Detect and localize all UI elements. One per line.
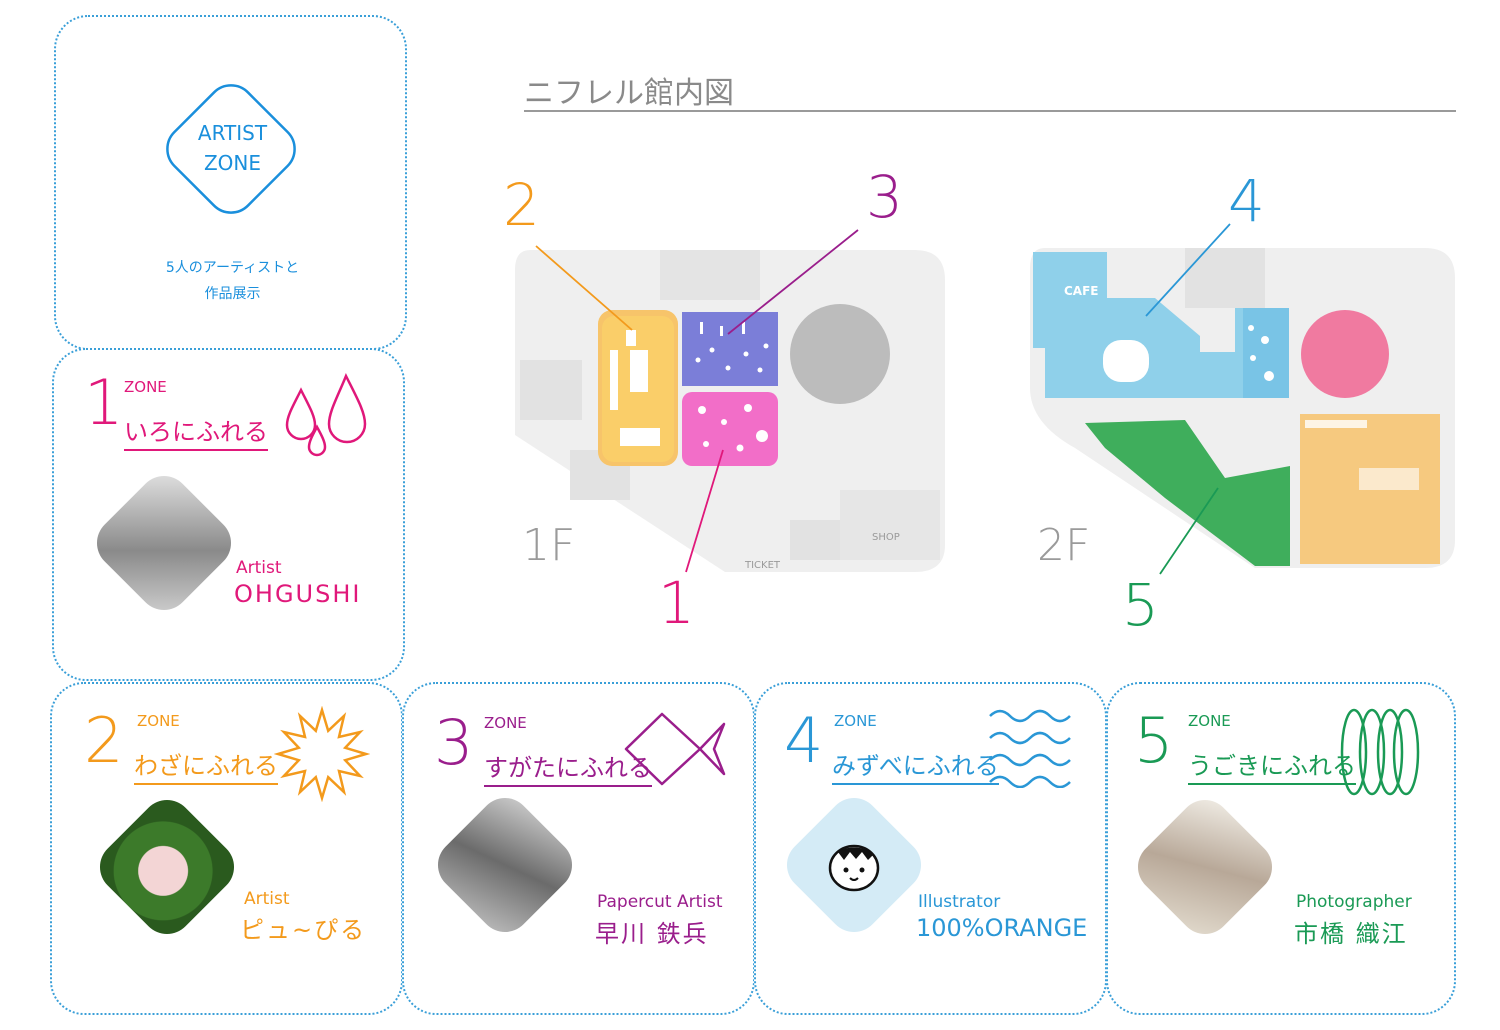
face-illustration-icon: [828, 844, 880, 892]
zone2-label: ZONE: [137, 712, 180, 730]
zone4-number: 4: [784, 704, 824, 777]
zone4-artist-name: 100%ORANGE: [916, 914, 1088, 942]
waves-icon: [989, 709, 1071, 788]
zone4-role: Illustrator: [918, 892, 1001, 912]
map-pin-1: 1: [658, 569, 695, 637]
fish-icon: [624, 712, 726, 786]
map-pin-4: 4: [1228, 167, 1265, 235]
artist-zone-desc2: 作品展示: [204, 286, 261, 302]
zone4-label: ZONE: [834, 712, 877, 730]
map-title: ニフレル館内図: [524, 76, 734, 111]
zone1-title: いろにふれる: [124, 412, 268, 451]
zone4-card[interactable]: 4 ZONE みずべにふれる Illustrator 100%ORANGE: [754, 682, 1107, 1015]
shop-label: SHOP: [872, 532, 900, 543]
zone3-artist-name: 早川 鉄兵: [595, 920, 709, 948]
starburst-icon: [274, 706, 370, 802]
floor1-label: 1F: [522, 520, 576, 571]
map-pin-3: 3: [866, 163, 903, 231]
zone3-number: 3: [434, 706, 474, 779]
ticket-label: TICKET: [745, 560, 781, 571]
zone2-title: わざにふれる: [134, 746, 278, 785]
artist-zone-desc1: 5人のアーティストと: [165, 260, 300, 276]
zone4-title: みずべにふれる: [832, 746, 999, 785]
map-pin-5: 5: [1122, 571, 1159, 639]
floor2-map: [1030, 248, 1455, 568]
zone1-card[interactable]: 1 ZONE いろにふれる Artist OHGUSHI: [52, 348, 405, 681]
zone5-number: 5: [1134, 704, 1174, 777]
zone3-card[interactable]: 3 ZONE すがたにふれる Papercut Artist 早川 鉄兵: [402, 682, 755, 1015]
zone5-card[interactable]: 5 ZONE うごきにふれる Photographer 市橋 織江: [1106, 682, 1456, 1015]
drops-icon: [285, 372, 367, 457]
zone5-label: ZONE: [1188, 712, 1231, 730]
zone2-card[interactable]: 2 ZONE わざにふれる Artist ピュ~ぴる: [50, 682, 403, 1015]
artist-zone-diamond: [166, 84, 296, 214]
artist-zone-line2: ZONE: [203, 151, 262, 175]
artist-zone-card: ARTIST ZONE 5人のアーティストと 作品展示: [54, 15, 407, 350]
artist-zone-line1: ARTIST: [197, 121, 268, 145]
zone3-title: すがたにふれる: [484, 748, 652, 787]
zone2-role: Artist: [244, 889, 290, 909]
zone2-artist-name: ピュ~ぴる: [240, 916, 367, 944]
floor2-label: 2F: [1037, 520, 1091, 571]
map-pin-2: 2: [503, 171, 540, 239]
zone5-artist-name: 市橋 織江: [1294, 920, 1408, 948]
floor1-map: [515, 250, 945, 572]
zone2-number: 2: [84, 704, 124, 777]
zone3-label: ZONE: [484, 714, 527, 732]
zone1-number: 1: [84, 366, 124, 439]
cafe-label: CAFE: [1064, 284, 1099, 298]
spring-coil-icon: [1340, 708, 1420, 796]
zone5-role: Photographer: [1296, 892, 1412, 912]
zone3-role: Papercut Artist: [597, 892, 723, 912]
zone1-label: ZONE: [124, 378, 167, 396]
zone1-artist-name: OHGUSHI: [234, 580, 362, 608]
zone1-role: Artist: [236, 558, 282, 578]
map-title-rule: [524, 110, 1456, 112]
zone5-title: うごきにふれる: [1188, 746, 1356, 785]
